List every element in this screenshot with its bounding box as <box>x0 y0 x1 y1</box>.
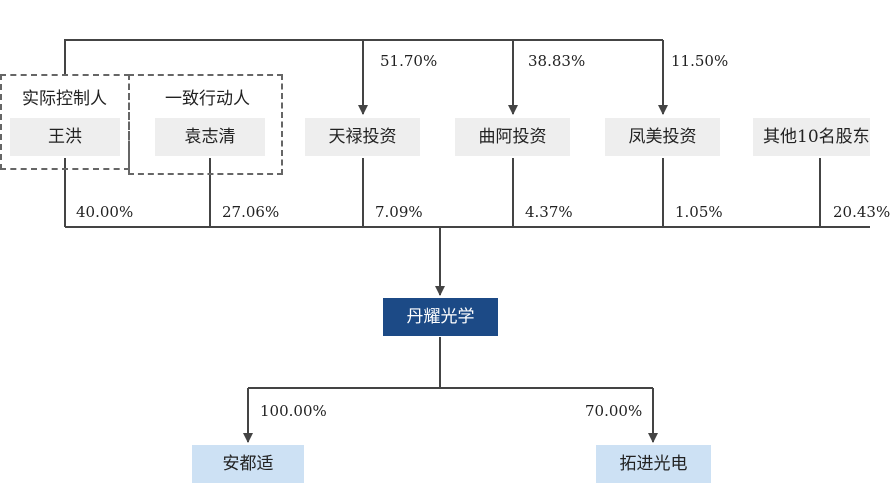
stake-tuojin: 70.00% <box>585 402 643 420</box>
subsidiary-tuojin: 拓进光电 <box>596 445 711 483</box>
stake-others: 20.43% <box>833 203 890 221</box>
stake-wanghong-fengmei: 11.50% <box>671 52 729 70</box>
subsidiary-anduoshi: 安都适 <box>192 445 304 483</box>
shareholder-others: 其他10名股东 <box>753 118 870 156</box>
stake-fengmei: 1.05% <box>675 203 723 221</box>
shareholder-yuanzhiqing: 袁志清 <box>155 118 265 156</box>
stake-anduoshi: 100.00% <box>260 402 327 420</box>
shareholder-wanghong: 王洪 <box>10 118 120 156</box>
ownership-connectors <box>64 39 870 443</box>
control-line-top <box>64 39 663 75</box>
stake-qua: 4.37% <box>525 203 573 221</box>
role-label-controller: 实际控制人 <box>22 89 107 109</box>
role-label-concert: 一致行动人 <box>165 89 250 109</box>
company-box: 丹耀光学 <box>383 298 498 336</box>
stake-tianlu: 7.09% <box>375 203 423 221</box>
stake-wanghong-tianlu: 51.70% <box>380 52 438 70</box>
stake-yuanzhiqing: 27.06% <box>222 203 280 221</box>
controller-group-right <box>128 74 283 175</box>
shareholder-qua: 曲阿投资 <box>455 118 570 156</box>
stake-wanghong: 40.00% <box>76 203 134 221</box>
stake-wanghong-qua: 38.83% <box>528 52 586 70</box>
shareholder-tianlu: 天禄投资 <box>305 118 420 156</box>
shareholder-fengmei: 凤美投资 <box>605 118 720 156</box>
